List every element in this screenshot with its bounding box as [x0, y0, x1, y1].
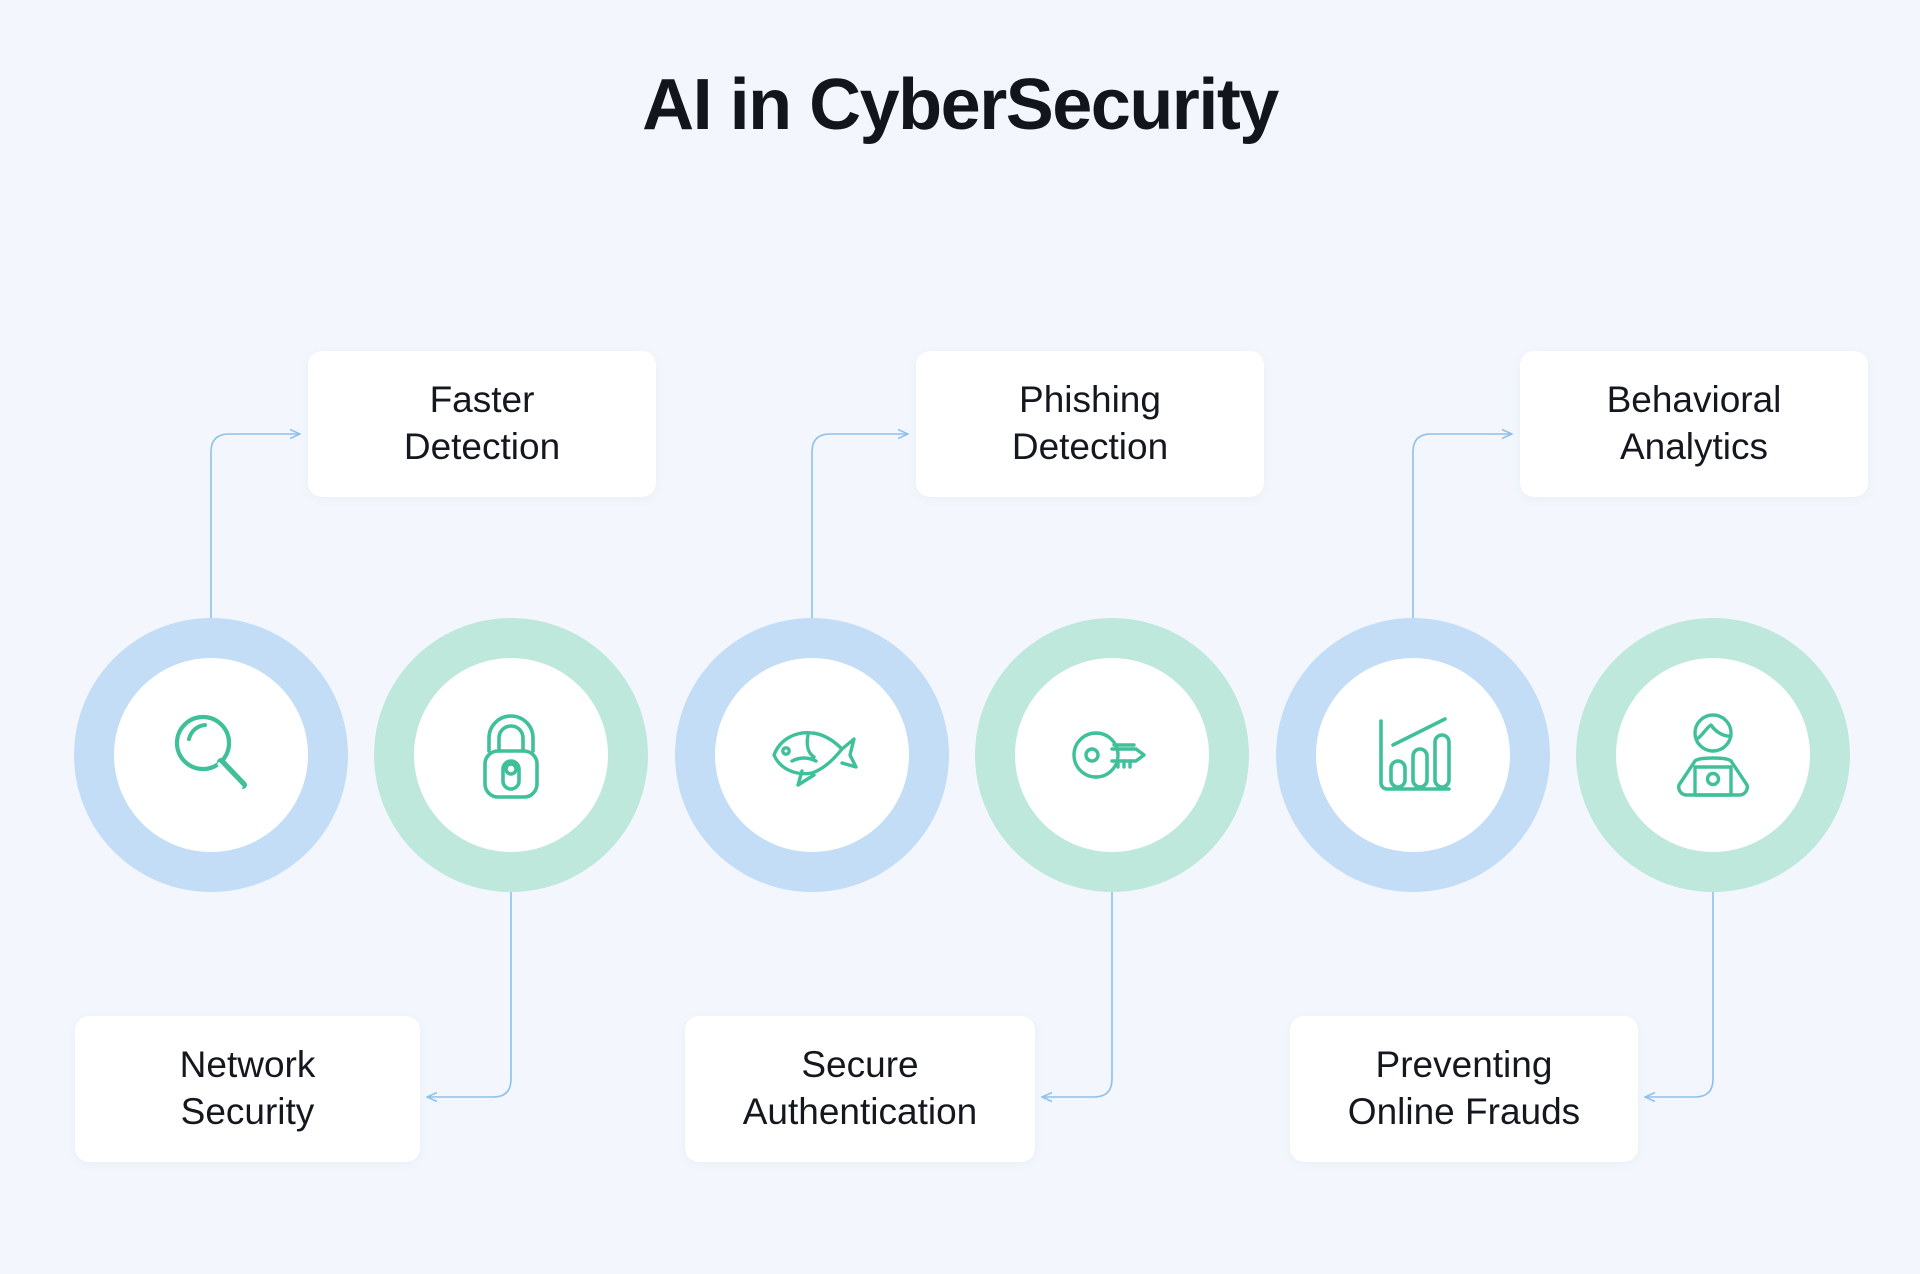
- label-card-preventing-online-frauds[interactable]: Preventing Online Frauds: [1290, 1016, 1638, 1162]
- label-card-text: Preventing Online Frauds: [1347, 1044, 1581, 1132]
- node-inner-circle: [1316, 658, 1510, 852]
- node-inner-circle: [715, 658, 909, 852]
- fish-icon: [752, 695, 872, 815]
- node-secure-authentication[interactable]: [975, 618, 1249, 892]
- page-title: AI in CyberSecurity: [642, 65, 1279, 145]
- node-network-security[interactable]: [374, 618, 648, 892]
- node-inner-circle: [114, 658, 308, 852]
- node-inner-circle: [414, 658, 608, 852]
- magnifier-icon: [151, 695, 271, 815]
- label-card-text: Behavioral Analytics: [1606, 379, 1782, 467]
- label-card-text: Faster Detection: [403, 379, 561, 467]
- key-icon: [1052, 695, 1172, 815]
- bar-chart-icon: [1353, 695, 1473, 815]
- node-inner-circle: [1616, 658, 1810, 852]
- label-card-secure-authentication[interactable]: Secure Authentication: [685, 1016, 1035, 1162]
- node-inner-circle: [1015, 658, 1209, 852]
- label-card-phishing-detection[interactable]: Phishing Detection: [916, 351, 1264, 497]
- node-phishing-detection[interactable]: [675, 618, 949, 892]
- label-card-network-security[interactable]: Network Security: [75, 1016, 420, 1162]
- padlock-icon: [451, 695, 571, 815]
- person-laptop-icon: [1653, 695, 1773, 815]
- label-card-text: Phishing Detection: [1011, 379, 1169, 467]
- label-card-text: Secure Authentication: [742, 1044, 978, 1132]
- node-preventing-online-frauds[interactable]: [1576, 618, 1850, 892]
- node-behavioral-analytics[interactable]: [1276, 618, 1550, 892]
- label-card-behavioral-analytics[interactable]: Behavioral Analytics: [1520, 351, 1868, 497]
- label-card-faster-detection[interactable]: Faster Detection: [308, 351, 656, 497]
- label-card-text: Network Security: [179, 1044, 316, 1132]
- node-faster-detection[interactable]: [74, 618, 348, 892]
